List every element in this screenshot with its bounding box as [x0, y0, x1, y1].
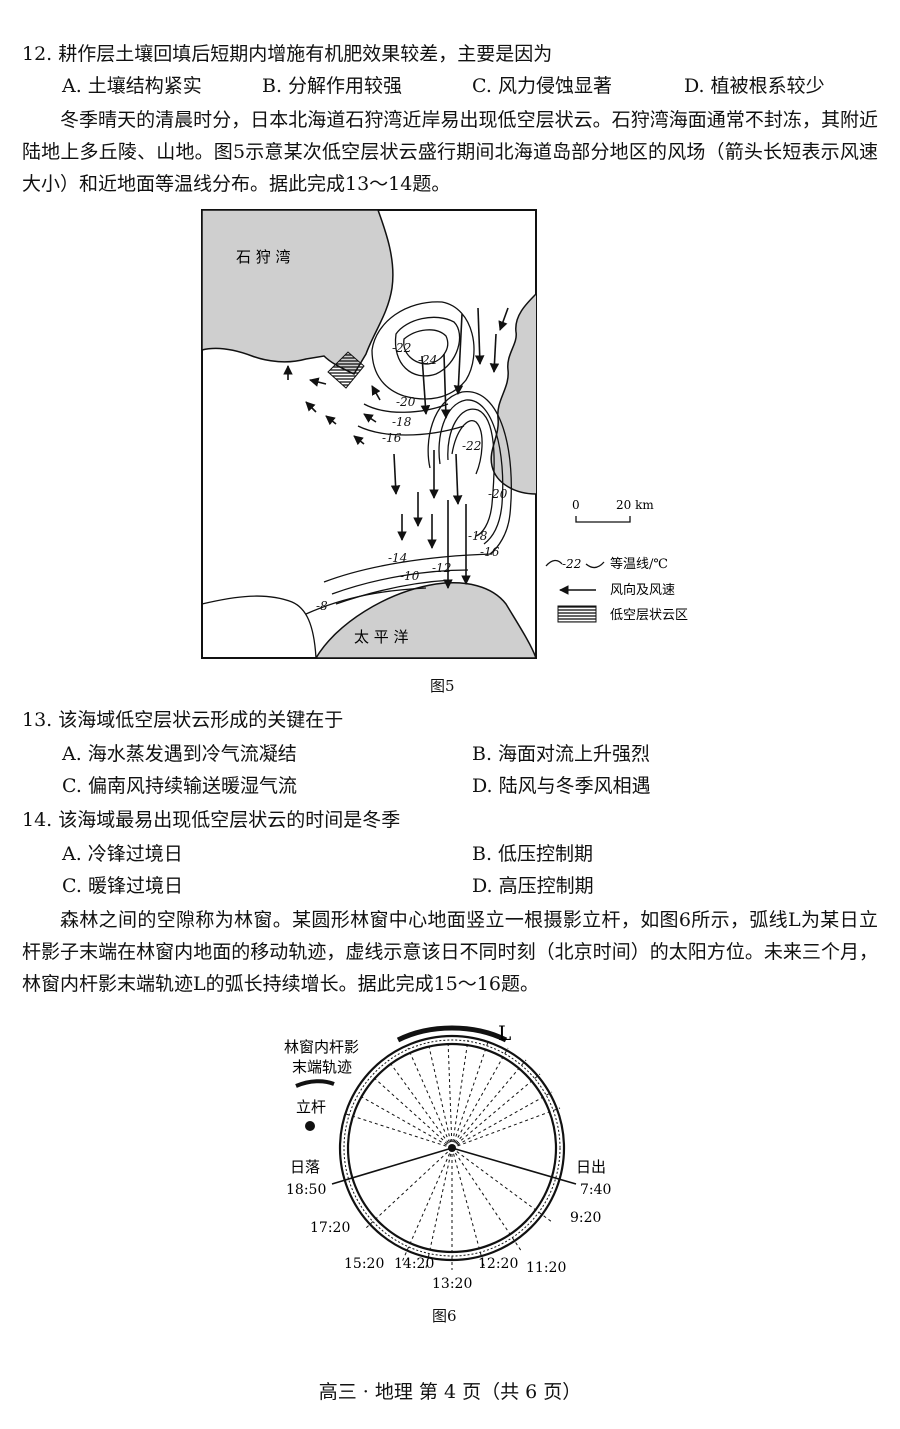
isotherm-label: -22	[392, 341, 411, 355]
q13-option-c: C. 偏南风持续输送暖湿气流	[62, 775, 297, 797]
legend-wind-label: 风向及风速	[610, 582, 675, 598]
isotherm-label: -14	[388, 551, 407, 565]
q14-stem: 14. 该海域最易出现低空层状云的时间是冬季	[22, 809, 401, 831]
q12-option-d: D. 植被根系较少	[684, 75, 825, 97]
q13-stem: 13. 该海域低空层状云形成的关键在于	[22, 709, 344, 731]
time-1220: 12:20	[478, 1256, 518, 1272]
isotherm-label: -12	[432, 561, 451, 575]
isotherm-label: -16	[382, 431, 402, 445]
q12-option-a: A. 土壤结构紧实	[62, 75, 202, 97]
isotherm-label: -18	[392, 415, 412, 429]
south-west-coast	[201, 595, 317, 659]
q12-option-c: C. 风力侵蚀显著	[472, 75, 612, 97]
q13-option-d: D. 陆风与冬季风相遇	[472, 775, 651, 797]
q14-option-c: C. 暖锋过境日	[62, 875, 183, 897]
q12-stem: 12. 耕作层土壤回填后短期内增施有机肥效果较差，主要是因为	[22, 43, 553, 65]
bay-sea	[201, 209, 394, 375]
q14-option-d: D. 高压控制期	[472, 875, 594, 897]
q14-option-b: B. 低压控制期	[472, 843, 594, 865]
forest-gap-outer-ring	[338, 1034, 566, 1262]
isotherm-label: -16	[480, 545, 500, 559]
passage-13-14: 冬季晴天的清晨时分，日本北海道石狩湾近岸易出现低空层状云。石狩湾海面通常不封冻，…	[22, 109, 878, 195]
time-1320: 13:20	[432, 1276, 472, 1292]
legend-pole-label: 立杆	[296, 1098, 326, 1116]
isotherm-label: -8	[316, 599, 328, 613]
sunrise-label: 日出	[576, 1158, 606, 1176]
q12-option-b: B. 分解作用较强	[262, 75, 403, 97]
center-pole-dot	[448, 1144, 456, 1152]
isotherm-label: -22	[462, 439, 481, 453]
legend-track-line2: 末端轨迹	[292, 1058, 352, 1076]
time-1120: 11:20	[526, 1260, 566, 1276]
q14-option-a: A. 冷锋过境日	[62, 843, 183, 865]
fig5-legend: -22 等温线/℃ 风向及风速 低空层状云区	[545, 556, 688, 623]
cloud-zone	[327, 351, 365, 389]
time-1720: 17:20	[310, 1220, 350, 1236]
pacific-ocean	[314, 582, 538, 659]
isotherm-label: -18	[468, 529, 488, 543]
legend-isotherm-label: 等温线/℃	[610, 556, 668, 572]
legend-track-symbol	[295, 1079, 335, 1088]
q13-option-a: A. 海水蒸发遇到冷气流凝结	[62, 743, 297, 765]
page-footer: 高三 · 地理 第 4 页（共 6 页）	[318, 1381, 582, 1403]
figure-5-map: -22 -24 -20 -18 -16 -22 -20 -18 -16 -14 …	[201, 209, 688, 659]
east-coast	[490, 293, 537, 495]
legend-track-line1: 林窗内杆影	[284, 1038, 359, 1056]
ocean-label: 太 平 洋	[354, 628, 409, 646]
isotherm-label: -10	[400, 569, 420, 583]
scale-distance: 20 km	[616, 498, 654, 512]
bay-label: 石 狩 湾	[236, 248, 291, 266]
q13-option-b: B. 海面对流上升强烈	[472, 743, 651, 765]
figure-6-caption: 图6	[432, 1307, 457, 1325]
shadow-track-arc-l	[396, 1025, 508, 1043]
sunset-label: 日落	[290, 1158, 320, 1176]
scale-zero: 0	[572, 498, 580, 512]
legend-cloud-label: 低空层状云区	[610, 608, 688, 623]
legend-isotherm-sample: -22	[562, 557, 581, 571]
wind-arrows	[283, 307, 509, 589]
time-1850: 18:50	[286, 1182, 326, 1198]
passage-15-16: 森林之间的空隙称为林窗。某圆形林窗中心地面竖立一根摄影立杆，如图6所示，弧线L为…	[22, 909, 878, 995]
arc-label-l: L	[498, 1022, 511, 1045]
sunset-line	[331, 1147, 453, 1185]
time-1520: 15:20	[344, 1256, 384, 1272]
isotherm-label: -20	[488, 487, 508, 501]
isotherm-label: -20	[396, 395, 416, 409]
sun-direction-lines	[345, 1039, 561, 1270]
sunrise-line	[451, 1147, 577, 1185]
isotherm-label: -24	[418, 353, 437, 367]
isotherm-lines	[305, 301, 512, 615]
scale-bar: 0 20 km	[572, 498, 654, 523]
figure-5-caption: 图5	[430, 677, 455, 695]
time-0740: 7:40	[580, 1182, 611, 1198]
time-0920: 9:20	[570, 1210, 601, 1226]
figure-6-diagram: L 林窗内杆影	[284, 1022, 611, 1292]
time-1420: 14:20	[394, 1256, 434, 1272]
legend-pole-symbol	[305, 1121, 315, 1131]
